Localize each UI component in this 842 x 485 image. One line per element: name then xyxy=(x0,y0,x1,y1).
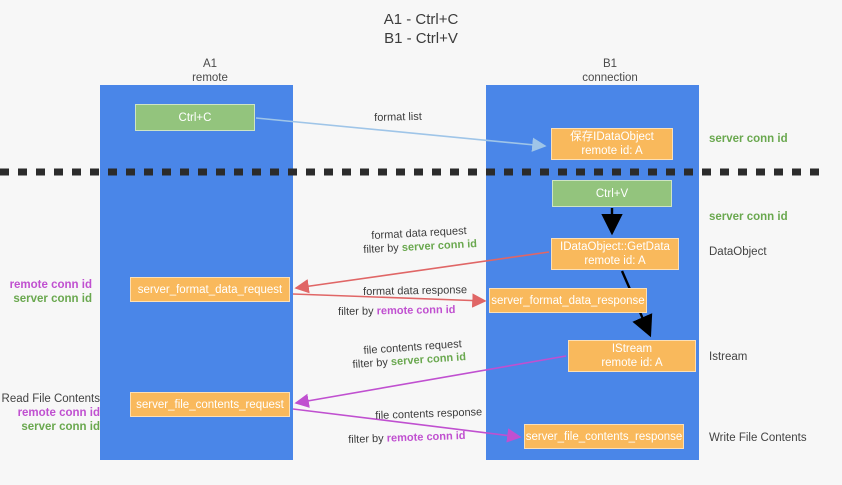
note-remote-conn-id-2: remote conn id xyxy=(17,407,100,419)
box-server-file-contents-request[interactable]: server_file_contents_request xyxy=(130,392,290,417)
note-read-file-contents: Read File Contents xyxy=(1,393,100,405)
filter-remote-conn-id-1: remote conn id xyxy=(376,303,456,318)
box-server-format-data-request[interactable]: server_format_data_request xyxy=(130,277,290,302)
note-istream: Istream xyxy=(709,351,748,363)
column-header-a1: A1 remote xyxy=(120,57,300,85)
note-server-conn-id-left-2: server conn id xyxy=(21,421,100,433)
box-ctrl-v[interactable]: Ctrl+V xyxy=(552,180,672,207)
note-conn-ids-format: remote conn id server conn id xyxy=(0,278,92,306)
filter-by-text-2: filter by xyxy=(338,305,374,318)
box-save-idataobject-line1: 保存IDataObject xyxy=(570,131,654,143)
box-server-format-data-request-label: server_format_data_request xyxy=(137,283,283,296)
box-server-format-data-response[interactable]: server_format_data_response xyxy=(489,288,647,313)
box-server-file-contents-response[interactable]: server_file_contents_response xyxy=(524,424,684,449)
arrow-format-data-response xyxy=(292,293,487,308)
label-format-data-response-filter: filter by remote conn id xyxy=(338,303,456,319)
box-ctrl-c[interactable]: Ctrl+C xyxy=(135,104,255,131)
title-line-2: B1 - Ctrl+V xyxy=(384,30,458,47)
note-server-conn-id-top: server conn id xyxy=(709,133,788,145)
box-server-file-contents-response-label: server_file_contents_response xyxy=(525,430,683,443)
filter-by-text-4: filter by xyxy=(348,432,384,446)
column-b1-name: B1 xyxy=(602,58,618,70)
arrow-format-list xyxy=(255,117,547,152)
column-header-b1: B1 connection xyxy=(520,57,700,85)
arrow-file-contents-response xyxy=(292,408,522,443)
arrow-file-contents-request xyxy=(294,355,567,408)
note-read-file-contents-group: Read File Contents remote conn id server… xyxy=(0,392,100,434)
column-a1-sub: remote xyxy=(192,72,228,84)
box-istream-line1: IStream xyxy=(611,343,653,355)
filter-by-text-3: filter by xyxy=(352,356,389,371)
column-a1-name: A1 xyxy=(202,58,218,70)
note-server-conn-id-second: server conn id xyxy=(709,211,788,223)
note-server-conn-id-left-1: server conn id xyxy=(13,293,92,305)
note-write-file-contents: Write File Contents xyxy=(709,432,807,444)
arrow-format-data-request xyxy=(294,251,550,294)
box-server-format-data-response-label: server_format_data_response xyxy=(491,294,645,307)
box-istream-line2: remote id: A xyxy=(601,357,663,369)
box-idataobject-getdata[interactable]: IDataObject::GetData remote id: A xyxy=(551,238,679,270)
filter-by-text-1: filter by xyxy=(363,242,400,256)
label-format-list: format list xyxy=(374,110,423,124)
box-save-idataobject[interactable]: 保存IDataObject remote id: A xyxy=(551,128,673,160)
box-save-idataobject-line2: remote id: A xyxy=(581,145,643,157)
box-getdata-line1: IDataObject::GetData xyxy=(560,241,670,253)
box-ctrl-c-label: Ctrl+C xyxy=(178,111,212,124)
column-b1-sub: connection xyxy=(582,72,638,84)
box-getdata-line2: remote id: A xyxy=(584,255,646,267)
box-server-file-contents-request-label: server_file_contents_request xyxy=(136,398,284,411)
filter-remote-conn-id-2: remote conn id xyxy=(386,429,466,445)
box-ctrl-v-label: Ctrl+V xyxy=(595,187,629,200)
label-format-data-response: format data response xyxy=(363,284,468,298)
box-istream[interactable]: IStream remote id: A xyxy=(568,340,696,372)
note-remote-conn-id-1: remote conn id xyxy=(9,279,92,291)
filter-server-conn-id-1: server conn id xyxy=(401,238,478,254)
title-line-1: A1 - Ctrl+C xyxy=(383,11,459,28)
page-title: A1 - Ctrl+C B1 - Ctrl+V xyxy=(0,10,842,48)
note-dataobject: DataObject xyxy=(709,246,767,258)
